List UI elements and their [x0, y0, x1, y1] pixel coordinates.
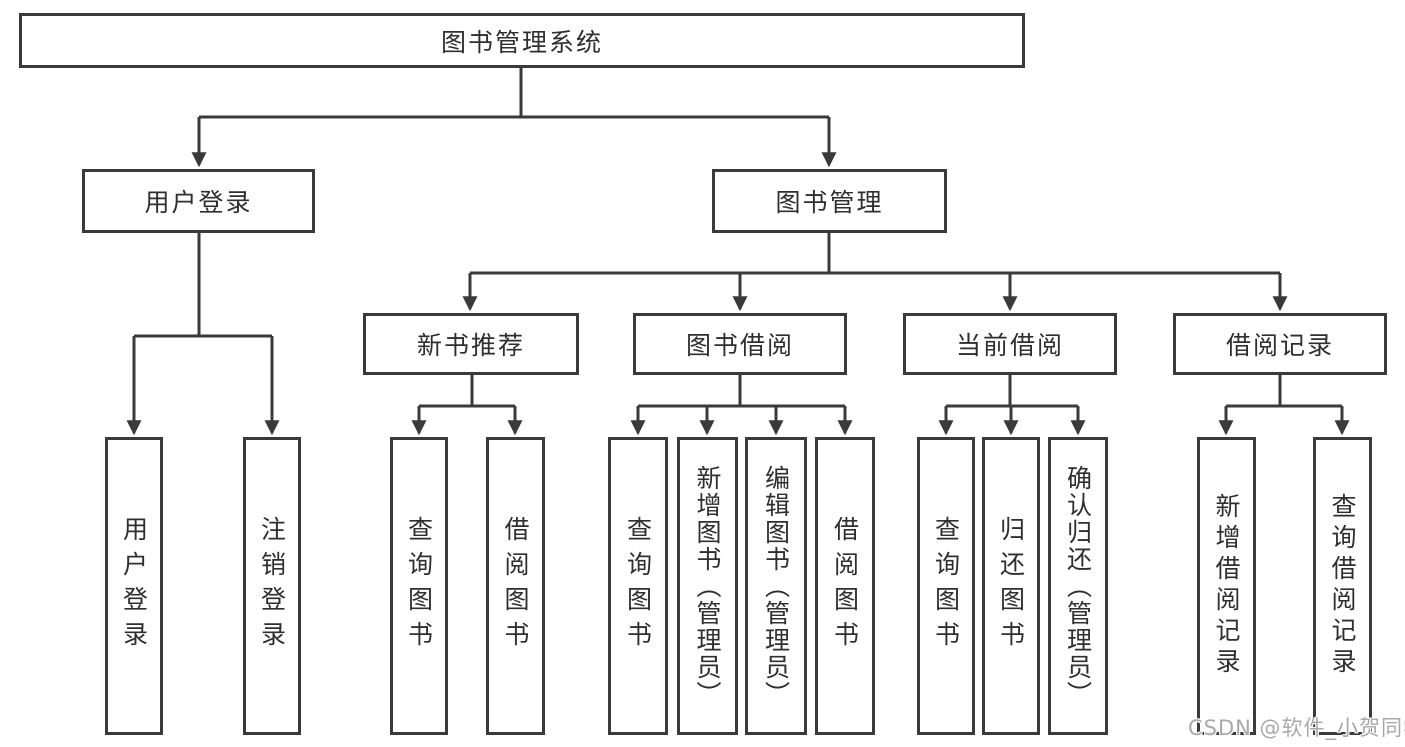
node-borrow-records: 借阅记录 — [1173, 313, 1387, 375]
leaf-borrow-books-recommend: 借阅图书 — [486, 437, 545, 735]
connector-skeleton — [134, 66, 1342, 408]
node-new-book-recommend: 新书推荐 — [363, 313, 579, 375]
node-book-management: 图书管理 — [712, 169, 947, 233]
leaf-query-books-recommend: 查询图书 — [390, 437, 448, 735]
leaf-logout: 注销登录 — [243, 437, 301, 735]
leaf-user-login: 用户登录 — [105, 437, 163, 735]
leaf-edit-books-admin: 编辑图书（管理员） — [745, 437, 807, 735]
node-user-login: 用户登录 — [82, 169, 315, 233]
node-library-system: 图书管理系统 — [19, 13, 1025, 68]
leaf-query-books-current: 查询图书 — [917, 437, 975, 735]
csdn-watermark: CSDN @软件_小贺同学 — [1188, 716, 1405, 740]
leaf-add-books-admin: 新增图书（管理员） — [677, 437, 738, 735]
leaf-add-borrow-record: 新增借阅记录 — [1197, 437, 1256, 735]
node-current-borrow: 当前借阅 — [903, 313, 1117, 375]
leaf-query-books-borrow: 查询图书 — [608, 437, 668, 735]
node-book-borrow: 图书借阅 — [633, 313, 847, 375]
leaf-query-borrow-record: 查询借阅记录 — [1313, 437, 1372, 735]
leaf-borrow-books: 借阅图书 — [815, 437, 875, 735]
leaf-return-books: 归还图书 — [982, 437, 1040, 735]
leaf-confirm-return-admin: 确认归还（管理员） — [1048, 437, 1108, 735]
